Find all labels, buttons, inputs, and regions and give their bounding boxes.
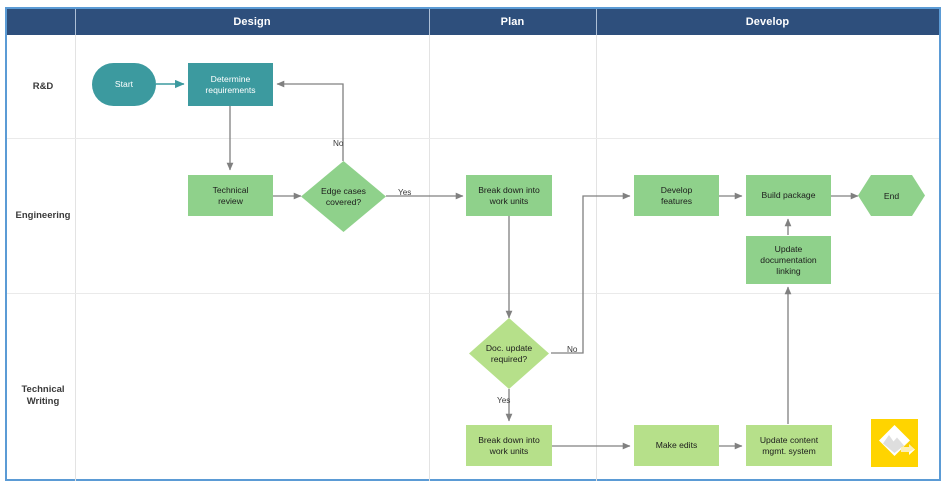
node-make-edits[interactable]: Make edits bbox=[634, 425, 719, 466]
node-determine-requirements-line2: requirements bbox=[205, 84, 256, 95]
node-doc-update-required[interactable]: Doc. update required? bbox=[469, 318, 549, 389]
node-determine-requirements-line1: Determine bbox=[210, 73, 251, 84]
edge-label-docupdate-no: No bbox=[567, 345, 578, 354]
node-determine-requirements[interactable]: Determine requirements bbox=[188, 63, 273, 106]
diamond-shape-icon bbox=[301, 161, 386, 232]
node-develop-features-line1: Develop bbox=[660, 184, 693, 195]
node-breakdown-tw-line2: work units bbox=[489, 445, 529, 456]
phase-separator-1 bbox=[429, 9, 430, 35]
phase-header-band bbox=[7, 9, 939, 35]
lane-label-rnd: R&D bbox=[32, 81, 54, 92]
column-divider-plan-develop bbox=[596, 35, 597, 481]
phase-separator-2 bbox=[596, 9, 597, 35]
lane-label-technical-writing: Technical Writing bbox=[9, 384, 77, 408]
diamond-mountain-arrow-icon bbox=[879, 425, 915, 456]
node-update-doc-line1: Update bbox=[774, 243, 803, 254]
diamond-shape-icon bbox=[469, 318, 549, 389]
node-update-documentation-linking[interactable]: Update documentation linking bbox=[746, 236, 831, 284]
node-edge-cases-line2: covered? bbox=[325, 196, 362, 207]
node-start-label: Start bbox=[114, 79, 134, 89]
node-technical-review-line1: Technical bbox=[212, 184, 249, 195]
node-doc-update-line2: required? bbox=[490, 353, 528, 364]
node-update-cms-line1: Update content bbox=[759, 434, 819, 445]
node-develop-features[interactable]: Develop features bbox=[634, 175, 719, 216]
node-update-content-mgmt-system[interactable]: Update content mgmt. system bbox=[746, 425, 832, 466]
app-watermark-badge bbox=[871, 419, 918, 467]
node-update-cms-line2: mgmt. system bbox=[762, 445, 816, 456]
node-update-doc-line2: documentation bbox=[760, 254, 817, 265]
node-breakdown-tw-line1: Break down into bbox=[478, 434, 540, 445]
node-build-package[interactable]: Build package bbox=[746, 175, 831, 216]
node-breakdown-eng-line2: work units bbox=[489, 195, 529, 206]
edge-label-edgecases-no: No bbox=[333, 139, 344, 148]
node-edge-cases-covered[interactable]: Edge cases covered? bbox=[301, 161, 386, 232]
lane-label-tw-line2: Writing bbox=[26, 396, 60, 407]
lane-label-engineering: Engineering bbox=[15, 210, 71, 221]
node-end[interactable]: End bbox=[858, 175, 925, 216]
node-develop-features-line2: features bbox=[660, 195, 693, 206]
node-build-package-label: Build package bbox=[761, 190, 816, 200]
node-end-label: End bbox=[883, 190, 900, 201]
phase-separator-0 bbox=[75, 9, 76, 35]
node-break-down-work-units-eng[interactable]: Break down into work units bbox=[466, 175, 552, 216]
column-divider-design-plan bbox=[429, 35, 430, 481]
edge-label-docupdate-yes: Yes bbox=[497, 396, 511, 405]
node-technical-review[interactable]: Technical review bbox=[188, 175, 273, 216]
phase-header-plan: Plan bbox=[500, 16, 525, 28]
node-make-edits-label: Make edits bbox=[655, 440, 698, 450]
hexagon-shape-icon bbox=[858, 175, 925, 216]
lane-divider-rnd-eng bbox=[7, 138, 939, 139]
lane-label-tw-line1: Technical bbox=[21, 384, 65, 395]
edge-label-edgecases-yes: Yes bbox=[398, 188, 412, 197]
node-break-down-work-units-tw[interactable]: Break down into work units bbox=[466, 425, 552, 466]
column-divider-lanelabels bbox=[75, 35, 76, 481]
phase-header-develop: Develop bbox=[745, 16, 790, 28]
node-edge-cases-line1: Edge cases bbox=[321, 185, 366, 196]
node-technical-review-line2: review bbox=[218, 195, 243, 206]
node-update-doc-line3: linking bbox=[776, 265, 801, 276]
node-breakdown-eng-line1: Break down into bbox=[478, 184, 540, 195]
lane-divider-eng-tw bbox=[7, 293, 939, 294]
node-doc-update-line1: Doc. update bbox=[485, 342, 533, 353]
phase-header-design: Design bbox=[233, 16, 271, 28]
node-start[interactable]: Start bbox=[92, 63, 156, 106]
